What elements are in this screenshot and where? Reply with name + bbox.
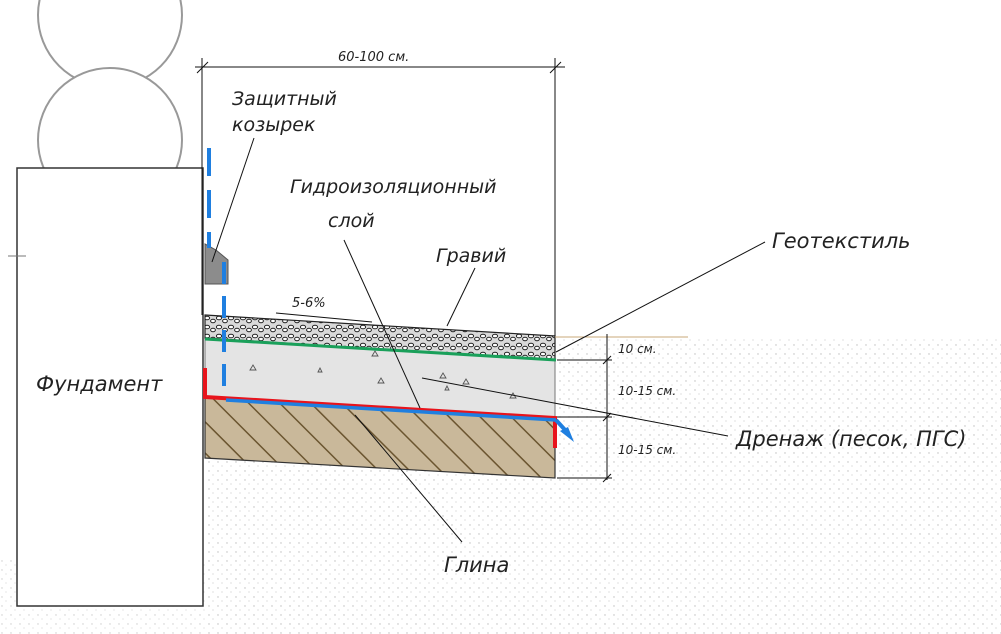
thickness-dimensions: 10 см. 10-15 см. 10-15 см. xyxy=(555,334,688,483)
foundation-label: Фундамент xyxy=(36,372,163,396)
leader-lines xyxy=(211,137,766,543)
protective-cap-label-line-2: козырек xyxy=(232,114,316,136)
slope-label: 5-6% xyxy=(292,296,326,311)
geotextile-line xyxy=(204,337,557,362)
clay-label: Глина xyxy=(444,553,509,577)
waterproof-layer-label-line-2: слой xyxy=(328,210,375,232)
geotextile-label: Геотекстиль xyxy=(772,229,911,253)
gravel-label: Гравий xyxy=(436,245,506,267)
waterproof-layer-label-line-1: Гидроизоляционный xyxy=(290,176,497,198)
water-flow-path xyxy=(207,148,574,442)
slope-indicator: 5-6% xyxy=(275,296,373,323)
layer-2-thickness: 10-15 см. xyxy=(618,384,676,398)
layer-3-thickness: 10-15 см. xyxy=(618,443,676,457)
foundation-block xyxy=(16,167,204,607)
width-dimension-label: 60-100 см. xyxy=(338,50,409,65)
layer-1-thickness: 10 см. xyxy=(618,342,657,356)
protective-cap-label-line-1: Защитный xyxy=(232,88,337,110)
waterproofing-membrane xyxy=(203,368,557,448)
width-dimension: 60-100 см. xyxy=(195,50,565,336)
drainage-label: Дренаж (песок, ПГС) xyxy=(735,427,966,451)
